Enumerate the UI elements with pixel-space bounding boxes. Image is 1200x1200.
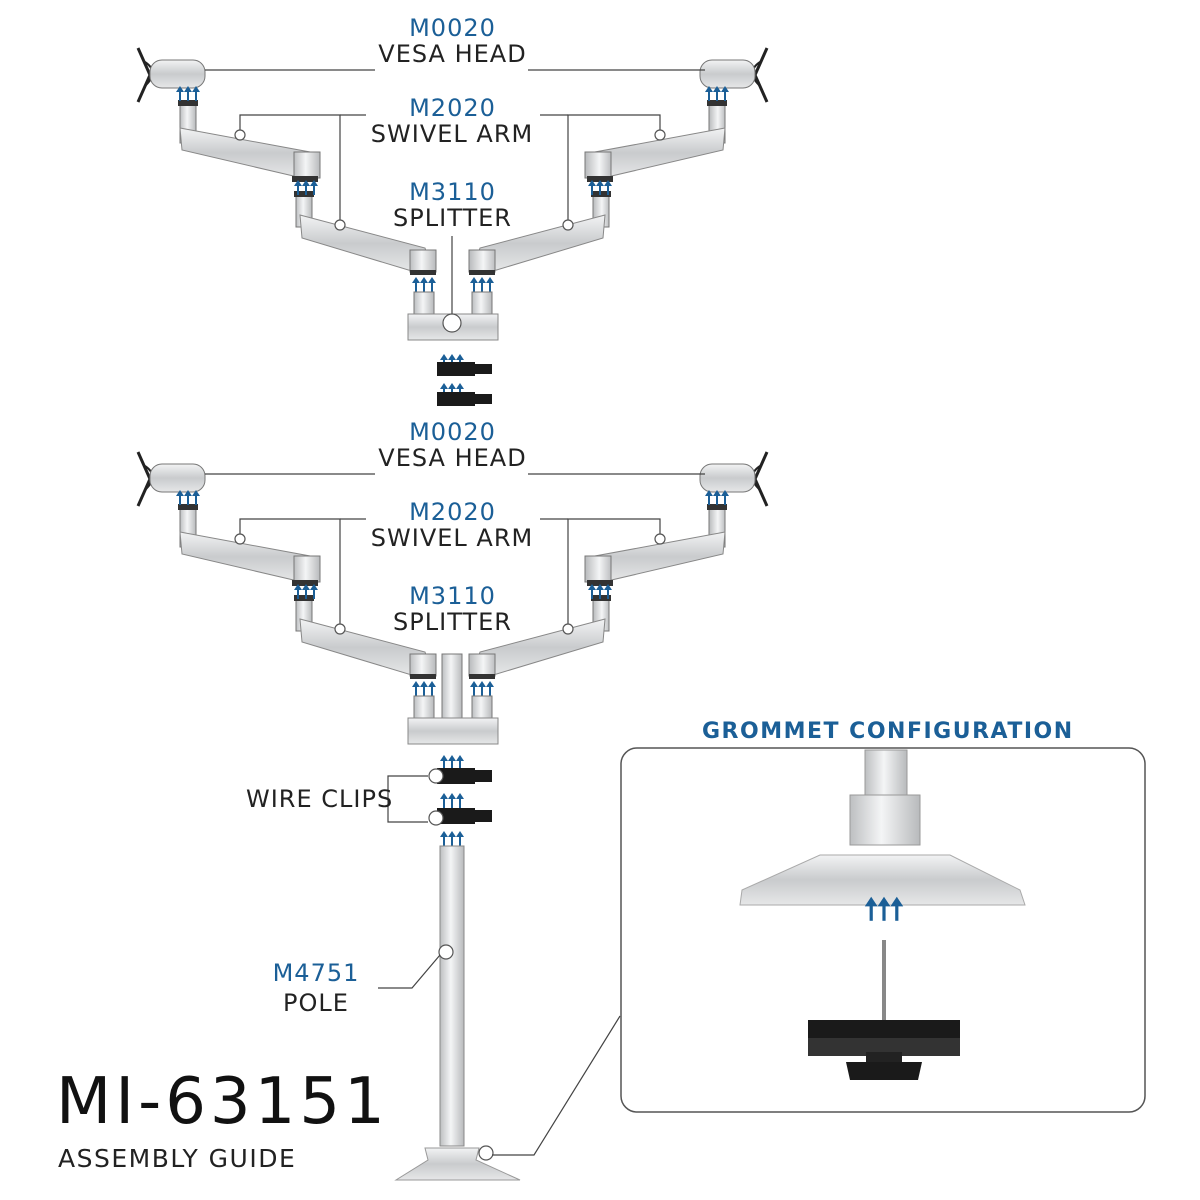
pole-code: M4751 <box>272 959 360 987</box>
assembly-guide-subtitle: ASSEMBLY GUIDE <box>58 1144 297 1173</box>
lower-right-assembly <box>467 450 769 681</box>
lower-arm-code: M2020 <box>409 498 496 526</box>
wire-clips-label: WIRE CLIPS <box>246 785 394 813</box>
grommet-title: GROMMET CONFIGURATION <box>702 719 1074 744</box>
lower-arm-name: SWIVEL ARM <box>370 524 534 552</box>
lower-vesa-name: VESA HEAD <box>378 444 527 472</box>
upper-right-assembly <box>467 46 769 277</box>
upper-vesa-code: M0020 <box>409 14 496 42</box>
upper-tier <box>136 46 769 406</box>
pole-assembly <box>378 754 621 1181</box>
upper-splitter-name: SPLITTER <box>393 204 512 232</box>
model-number: MI-63151 <box>56 1065 389 1139</box>
lower-splitter-name: SPLITTER <box>393 608 512 636</box>
upper-arm-name: SWIVEL ARM <box>370 120 534 148</box>
lower-tier <box>136 450 769 745</box>
upper-vesa-name: VESA HEAD <box>378 40 527 68</box>
lower-vesa-code: M0020 <box>409 418 496 446</box>
lower-left-assembly <box>136 450 438 681</box>
lower-splitter-code: M3110 <box>409 582 496 610</box>
upper-arm-code: M2020 <box>409 94 496 122</box>
grommet-inset <box>620 747 1146 1113</box>
upper-left-assembly <box>136 46 438 277</box>
upper-splitter-code: M3110 <box>409 178 496 206</box>
pole-name: POLE <box>283 989 349 1017</box>
